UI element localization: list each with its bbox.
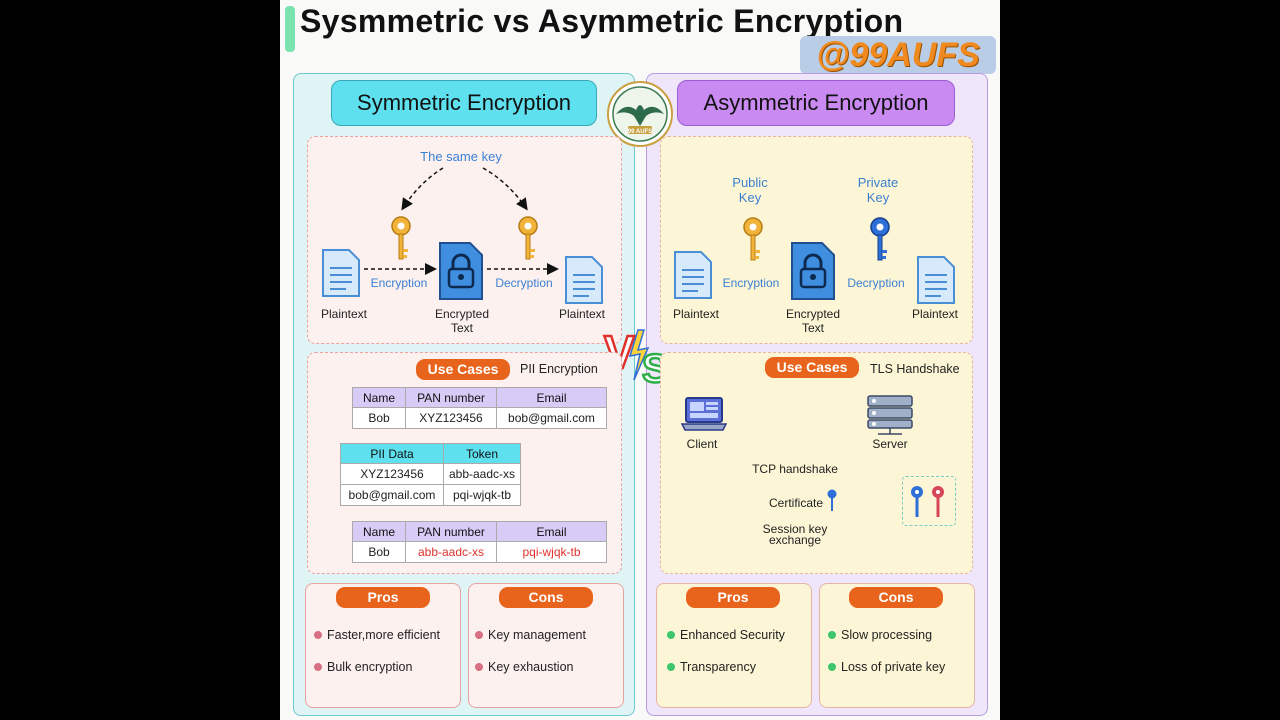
encryption-label: Encryption (722, 276, 780, 290)
key-pair-icon (911, 486, 944, 517)
list-item: Faster,more efficient (314, 628, 440, 642)
encryption-label: Encryption (370, 276, 428, 290)
page-title: Sysmmetric vs Asymmetric Encryption (300, 3, 904, 39)
bullet-dot (828, 631, 836, 639)
table-cell: abb-aadc-xs (443, 463, 521, 485)
table-header: Name (352, 521, 406, 542)
cons-badge: Cons (849, 587, 943, 608)
table-cell: pqi-wjqk-tb (443, 484, 521, 506)
table-header: PII Data (340, 443, 444, 464)
table-cell: pqi-wjqk-tb (496, 541, 607, 563)
table-header: Email (496, 521, 607, 542)
plaintext-label: Plaintext (911, 307, 959, 321)
table-header: Name (352, 387, 406, 408)
public-key-label: Public Key (732, 175, 768, 205)
bullet-dot (667, 631, 675, 639)
key-pair-box (902, 476, 956, 526)
table-header: PAN number (405, 521, 497, 542)
locked-file-icon (439, 242, 483, 300)
table-cell: Bob (352, 407, 406, 429)
blue-key-icon (870, 217, 890, 261)
document-icon (674, 251, 712, 299)
list-item: Key management (475, 628, 586, 642)
asymmetric-diagram-box (660, 136, 973, 344)
title-accent-bar (285, 6, 295, 52)
client-label: Client (686, 437, 718, 451)
table-cell: XYZ123456 (340, 463, 444, 485)
list-item-text: Key exhaustion (488, 660, 574, 674)
table-cell: bob@gmail.com (340, 484, 444, 506)
encrypted-text-label: Encrypted Text (434, 307, 490, 335)
plaintext-label: Plaintext (672, 307, 720, 321)
symmetric-heading: Symmetric Encryption (331, 80, 597, 126)
table-header: PAN number (405, 387, 497, 408)
bullet-dot (667, 663, 675, 671)
blue-key-icon (827, 489, 837, 511)
locked-file-icon (791, 242, 835, 300)
document-icon (322, 249, 360, 297)
list-item-text: Bulk encryption (327, 660, 413, 674)
list-item-text: Transparency (680, 660, 756, 674)
bullet-dot (314, 663, 322, 671)
list-item: Loss of private key (828, 660, 945, 674)
table-cell: abb-aadc-xs (405, 541, 497, 563)
symmetric-diagram-box (307, 136, 622, 344)
tcp-handshake-label: TCP handshake (752, 462, 838, 476)
list-item: Transparency (667, 660, 756, 674)
asymmetric-cons-box (819, 583, 975, 708)
bullet-dot (828, 663, 836, 671)
use-case-title: TLS Handshake (870, 362, 960, 376)
list-item-text: Key management (488, 628, 586, 642)
gold-key-icon (391, 216, 411, 260)
decryption-label: Decryption (495, 276, 553, 290)
decryption-label: Decryption (847, 276, 905, 290)
infographic-canvas: Sysmmetric vs Asymmetric Encryption @99A… (280, 0, 1000, 720)
gold-key-icon (518, 216, 538, 260)
encrypted-text-label: Encrypted Text (785, 307, 841, 335)
pros-badge: Pros (336, 587, 430, 608)
watermark-handle: @99AUFS (800, 36, 996, 74)
list-item: Slow processing (828, 628, 932, 642)
use-cases-badge: Use Cases (765, 357, 859, 378)
table-cell: bob@gmail.com (496, 407, 607, 429)
list-item-text: Enhanced Security (680, 628, 785, 642)
use-cases-badge: Use Cases (416, 359, 510, 380)
table-cell: Bob (352, 541, 406, 563)
table-cell: XYZ123456 (405, 407, 497, 429)
aufs-logo-icon: 99 AUFS (607, 81, 673, 147)
plaintext-label: Plaintext (320, 307, 368, 321)
private-key-label: Private Key (857, 175, 899, 205)
svg-text:99 AUFS: 99 AUFS (628, 129, 652, 135)
table-header: Email (496, 387, 607, 408)
bullet-dot (475, 663, 483, 671)
plaintext-label: Plaintext (558, 307, 606, 321)
certificate-label: Certificate (768, 496, 824, 510)
bullet-dot (475, 631, 483, 639)
server-icon (867, 395, 913, 435)
pros-badge: Pros (686, 587, 780, 608)
cons-badge: Cons (499, 587, 593, 608)
laptop-icon (680, 397, 728, 431)
same-key-label: The same key (420, 149, 502, 164)
server-label: Server (872, 437, 908, 451)
asymmetric-heading: Asymmetric Encryption (677, 80, 955, 126)
list-item: Bulk encryption (314, 660, 412, 674)
list-item-text: Slow processing (841, 628, 933, 642)
gold-key-icon (743, 217, 763, 261)
list-item-text: Faster,more efficient (327, 628, 441, 642)
document-icon (565, 256, 603, 304)
list-item: Enhanced Security (667, 628, 785, 642)
session-key-label: Session key exchange (762, 522, 828, 547)
list-item-text: Loss of private key (841, 660, 946, 674)
bullet-dot (314, 631, 322, 639)
tls-use-case-box (660, 352, 973, 574)
document-icon (917, 256, 955, 304)
table-header: Token (443, 443, 521, 464)
list-item: Key exhaustion (475, 660, 573, 674)
use-case-title: PII Encryption (520, 362, 598, 376)
